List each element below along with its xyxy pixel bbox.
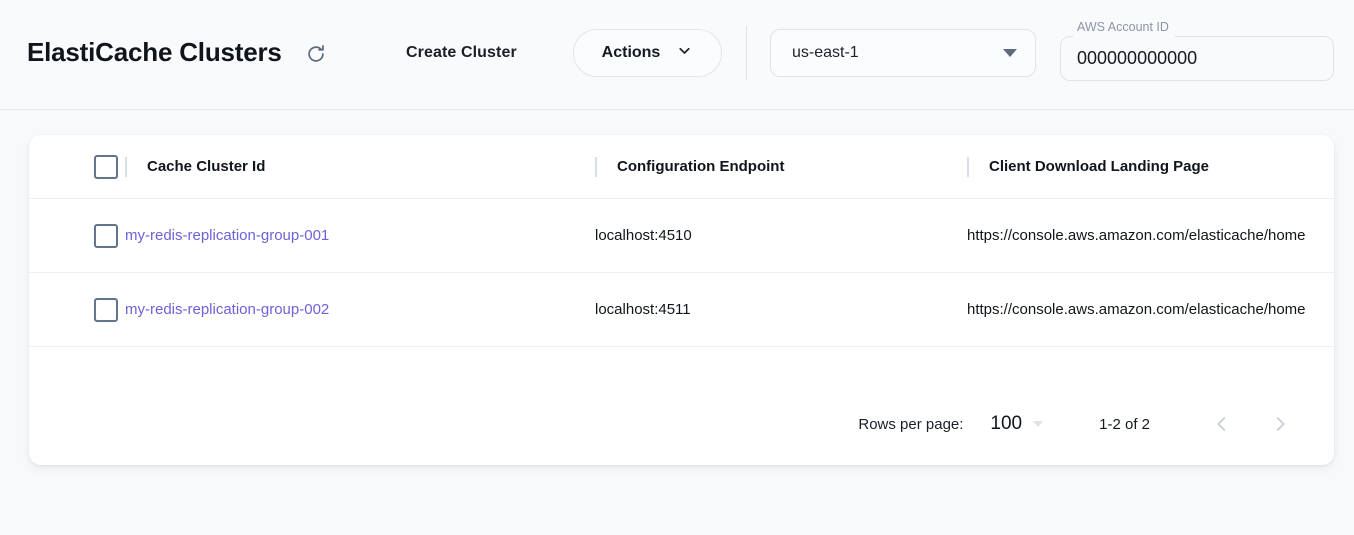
chevron-right-icon bbox=[1269, 413, 1291, 435]
pagination-range-label: 1-2 of 2 bbox=[1099, 415, 1150, 433]
region-select-value: us-east-1 bbox=[792, 44, 859, 61]
config-endpoint-value: localhost:4510 bbox=[595, 227, 692, 244]
refresh-icon bbox=[305, 43, 327, 65]
rows-per-page-select[interactable]: 100 bbox=[990, 413, 1044, 435]
cell-config-endpoint: localhost:4510 bbox=[595, 198, 967, 273]
clusters-table-card: Cache Cluster Id Configuration Endpoint … bbox=[29, 135, 1334, 465]
column-header-config-endpoint-label: Configuration Endpoint bbox=[617, 158, 785, 175]
clusters-table: Cache Cluster Id Configuration Endpoint … bbox=[29, 135, 1334, 347]
table-row[interactable]: my-redis-replication-group-001 localhost… bbox=[29, 198, 1334, 273]
refresh-button[interactable] bbox=[302, 40, 330, 68]
cell-cluster-id: my-redis-replication-group-001 bbox=[125, 198, 595, 273]
rows-per-page-value: 100 bbox=[990, 413, 1023, 434]
column-separator-icon bbox=[125, 156, 127, 177]
table-header-row: Cache Cluster Id Configuration Endpoint … bbox=[29, 135, 1334, 199]
column-header-cluster-id[interactable]: Cache Cluster Id bbox=[125, 135, 595, 199]
cell-landing-page: https://console.aws.amazon.com/elasticac… bbox=[967, 198, 1334, 273]
actions-button[interactable]: Actions bbox=[573, 29, 722, 77]
table-body: my-redis-replication-group-001 localhost… bbox=[29, 198, 1334, 347]
aws-account-id-input[interactable] bbox=[1061, 30, 1333, 80]
previous-page-button[interactable] bbox=[1202, 404, 1242, 444]
cell-landing-page: https://console.aws.amazon.com/elasticac… bbox=[967, 272, 1334, 347]
table-row[interactable]: my-redis-replication-group-002 localhost… bbox=[29, 272, 1334, 347]
aws-account-id-field[interactable]: AWS Account ID AWS Account ID bbox=[1060, 20, 1334, 81]
column-header-landing-page-label: Client Download Landing Page bbox=[989, 158, 1210, 175]
caret-down-icon bbox=[1033, 421, 1044, 427]
column-header-landing-page[interactable]: Client Download Landing Page bbox=[967, 135, 1334, 199]
actions-button-label: Actions bbox=[601, 44, 661, 61]
table-header-select-all bbox=[29, 135, 125, 199]
column-header-cluster-id-label: Cache Cluster Id bbox=[147, 158, 266, 175]
row-checkbox[interactable] bbox=[94, 297, 118, 322]
select-all-checkbox[interactable] bbox=[94, 154, 118, 179]
content-area: Cache Cluster Id Configuration Endpoint … bbox=[0, 110, 1354, 535]
create-cluster-button[interactable]: Create Cluster bbox=[390, 33, 533, 73]
cluster-id-link[interactable]: my-redis-replication-group-001 bbox=[125, 227, 330, 244]
column-separator-icon bbox=[595, 156, 597, 177]
cluster-id-link[interactable]: my-redis-replication-group-002 bbox=[125, 301, 330, 318]
row-select-cell bbox=[29, 272, 125, 347]
row-select-cell bbox=[29, 198, 125, 273]
chevron-down-icon bbox=[676, 42, 693, 64]
next-page-button[interactable] bbox=[1260, 404, 1300, 444]
app-header: ElastiCache Clusters Create Cluster Acti… bbox=[0, 0, 1354, 110]
page-title: ElastiCache Clusters bbox=[27, 37, 282, 67]
chevron-left-icon bbox=[1211, 413, 1233, 435]
row-checkbox[interactable] bbox=[94, 223, 118, 248]
cell-config-endpoint: localhost:4511 bbox=[595, 272, 967, 347]
table-pagination: Rows per page: 100 1-2 of 2 bbox=[29, 383, 1334, 465]
region-select[interactable]: us-east-1 bbox=[770, 29, 1036, 77]
cell-cluster-id: my-redis-replication-group-002 bbox=[125, 272, 595, 347]
rows-per-page-label: Rows per page: bbox=[858, 415, 964, 433]
caret-down-icon bbox=[1003, 49, 1017, 57]
column-separator-icon bbox=[967, 156, 969, 177]
config-endpoint-value: localhost:4511 bbox=[595, 301, 691, 318]
table-header: Cache Cluster Id Configuration Endpoint … bbox=[29, 135, 1334, 199]
header-divider bbox=[746, 26, 747, 80]
column-header-config-endpoint[interactable]: Configuration Endpoint bbox=[595, 135, 967, 199]
landing-page-value: https://console.aws.amazon.com/elasticac… bbox=[967, 227, 1306, 244]
landing-page-value: https://console.aws.amazon.com/elasticac… bbox=[967, 301, 1306, 318]
